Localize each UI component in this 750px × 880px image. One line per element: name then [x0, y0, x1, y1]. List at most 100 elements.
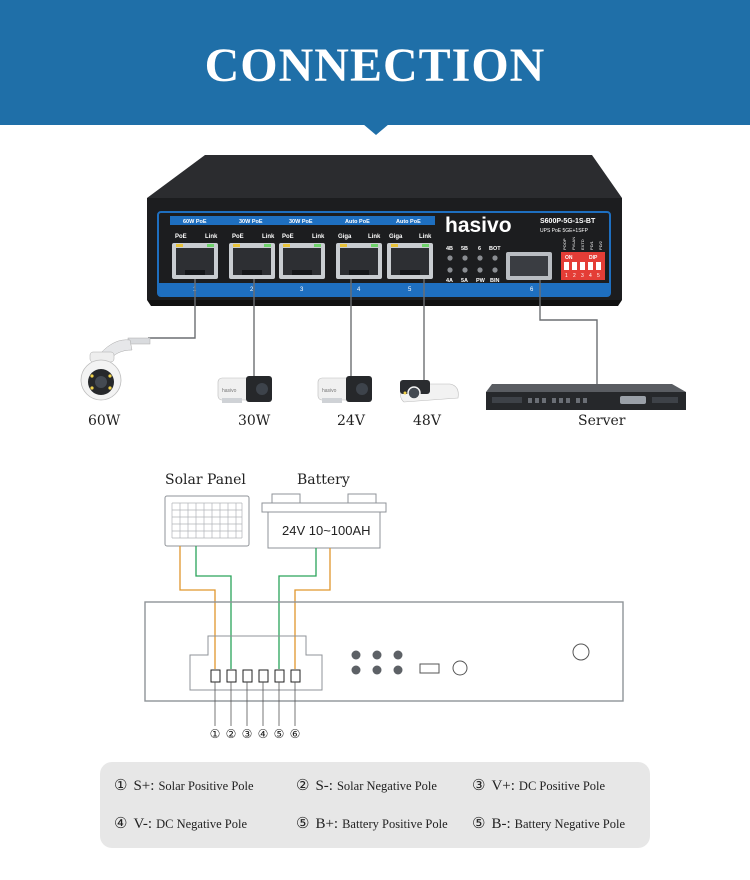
- legend-num: ①: [114, 778, 128, 794]
- terminal-4[interactable]: [258, 669, 269, 683]
- legend-code: B+:: [315, 816, 339, 832]
- terminal-number-2: ②: [226, 727, 237, 741]
- dip-number-3: 3: [581, 273, 584, 279]
- terminal-6[interactable]: [290, 669, 301, 683]
- usb-port-icon: [419, 663, 440, 674]
- legend-desc: Solar Positive Pole: [158, 779, 254, 793]
- switch-port-number-rail: [158, 283, 610, 295]
- switch-blue-frame: [157, 211, 611, 297]
- bullet-camera-icon: hasivo: [317, 376, 372, 403]
- switch-subtitle: UPS PoE 5GE+1SFP: [540, 228, 589, 234]
- port-number-2: 2: [250, 287, 254, 293]
- legend-num: ⑤: [472, 816, 486, 832]
- legend-desc: Battery Negative Pole: [514, 817, 626, 831]
- page-title: CONNECTION: [204, 39, 546, 92]
- solar-panel-label: Solar Panel: [165, 472, 246, 488]
- battery-positive-wire: [294, 548, 331, 669]
- port-3-label-left: PoE: [282, 234, 294, 240]
- sfp-port[interactable]: [506, 252, 552, 280]
- device-label-24v: 24V: [337, 413, 366, 429]
- led-label-4b: 4B: [446, 246, 453, 252]
- port-2-label-right: Link: [262, 234, 275, 240]
- legend-code: V+:: [491, 778, 515, 794]
- port-number-4: 4: [357, 287, 361, 293]
- legend-desc: Battery Positive Pole: [342, 817, 448, 831]
- port-3-label-right: Link: [312, 234, 325, 240]
- terminal-5[interactable]: [274, 669, 285, 683]
- svg-text:hasivo: hasivo: [322, 388, 337, 394]
- legend-code: V-:: [133, 816, 153, 832]
- switch-bottom-edge: [147, 300, 622, 306]
- rj45-port-3[interactable]: [279, 243, 325, 279]
- port-header-3: 30W PoE: [289, 219, 313, 225]
- legend-desc: Solar Negative Pole: [336, 779, 437, 793]
- rack-server-icon: [486, 384, 686, 410]
- legend-item-s-plus: ① S+: Solar Positive Pole: [114, 776, 254, 795]
- rj45-port-2[interactable]: [229, 243, 275, 279]
- legend-code: S+:: [133, 778, 155, 794]
- battery-icon: [261, 493, 387, 549]
- dip-number-5: 5: [597, 273, 600, 279]
- ptz-camera-icon: [80, 337, 151, 401]
- terminal-leader-lines: [214, 682, 296, 726]
- battery-negative-wire: [278, 548, 317, 669]
- dip-top-label-2: PVLAN: [571, 237, 576, 250]
- switch-outline: [144, 601, 624, 702]
- led-label-bin: BIN: [490, 278, 500, 284]
- indicator-led-grid: [351, 650, 403, 675]
- legend-num: ②: [296, 778, 310, 794]
- port-4-label-right: Link: [368, 234, 381, 240]
- terminal-1[interactable]: [210, 669, 221, 683]
- rj45-ports: [172, 243, 433, 279]
- terminal-number-6: ⑥: [290, 727, 301, 741]
- terminal-number-1: ①: [210, 727, 221, 741]
- legend-num: ④: [114, 816, 128, 832]
- port-1-label-left: PoE: [175, 234, 187, 240]
- rj45-port-1[interactable]: [172, 243, 218, 279]
- device-label-48v: 48V: [413, 413, 442, 429]
- ground-screw-icon: [572, 643, 590, 661]
- led-label-6: 6: [478, 246, 481, 252]
- dip-top-label-5: PD/2: [598, 240, 603, 250]
- led-label-5b: 5B: [461, 246, 468, 252]
- port-number-5: 5: [408, 287, 412, 293]
- battery-spec: 24V 10~100AH: [282, 523, 371, 538]
- solar-panel-icon: [164, 495, 250, 547]
- port-5-label-right: Link: [419, 234, 432, 240]
- terminal-3[interactable]: [242, 669, 253, 683]
- led-label-bot: BOT: [489, 246, 501, 252]
- battery-label: Battery: [297, 472, 350, 488]
- solar-positive-wire: [179, 546, 216, 669]
- port-header-5: Auto PoE: [396, 219, 421, 225]
- led-label-4a: 4A: [446, 278, 453, 284]
- legend-desc: DC Positive Pole: [518, 779, 606, 793]
- terminal-number-5: ⑤: [274, 727, 285, 741]
- port-5-label-left: Giga: [389, 234, 403, 240]
- port-header-1: 60W PoE: [183, 219, 207, 225]
- terminal-2[interactable]: [226, 669, 237, 683]
- rj45-port-4[interactable]: [336, 243, 382, 279]
- terminal-number-3: ③: [242, 727, 253, 741]
- legend-code: B-:: [491, 816, 511, 832]
- dip-top-label-4: PD/1: [589, 240, 594, 250]
- led-label-pw: PW: [476, 278, 486, 284]
- terminal-block: [210, 669, 301, 683]
- header-banner: CONNECTION: [0, 0, 750, 125]
- status-leds: [447, 255, 498, 273]
- cable-port-1: [148, 279, 196, 339]
- network-cables: [148, 279, 598, 384]
- port-header-strip: [170, 216, 435, 225]
- dip-number-1: 1: [565, 273, 568, 279]
- legend-num: ③: [472, 778, 486, 794]
- solar-negative-wire: [195, 546, 232, 669]
- cable-port-6: [539, 280, 598, 384]
- bullet-camera-icon: hasivo: [217, 376, 272, 403]
- dip-top-label-3: EXTD: [580, 239, 585, 250]
- rj45-port-5[interactable]: [387, 243, 433, 279]
- switch-top-panel: [147, 155, 622, 198]
- banner-notch: [363, 124, 389, 135]
- box-camera-icon: [400, 380, 459, 403]
